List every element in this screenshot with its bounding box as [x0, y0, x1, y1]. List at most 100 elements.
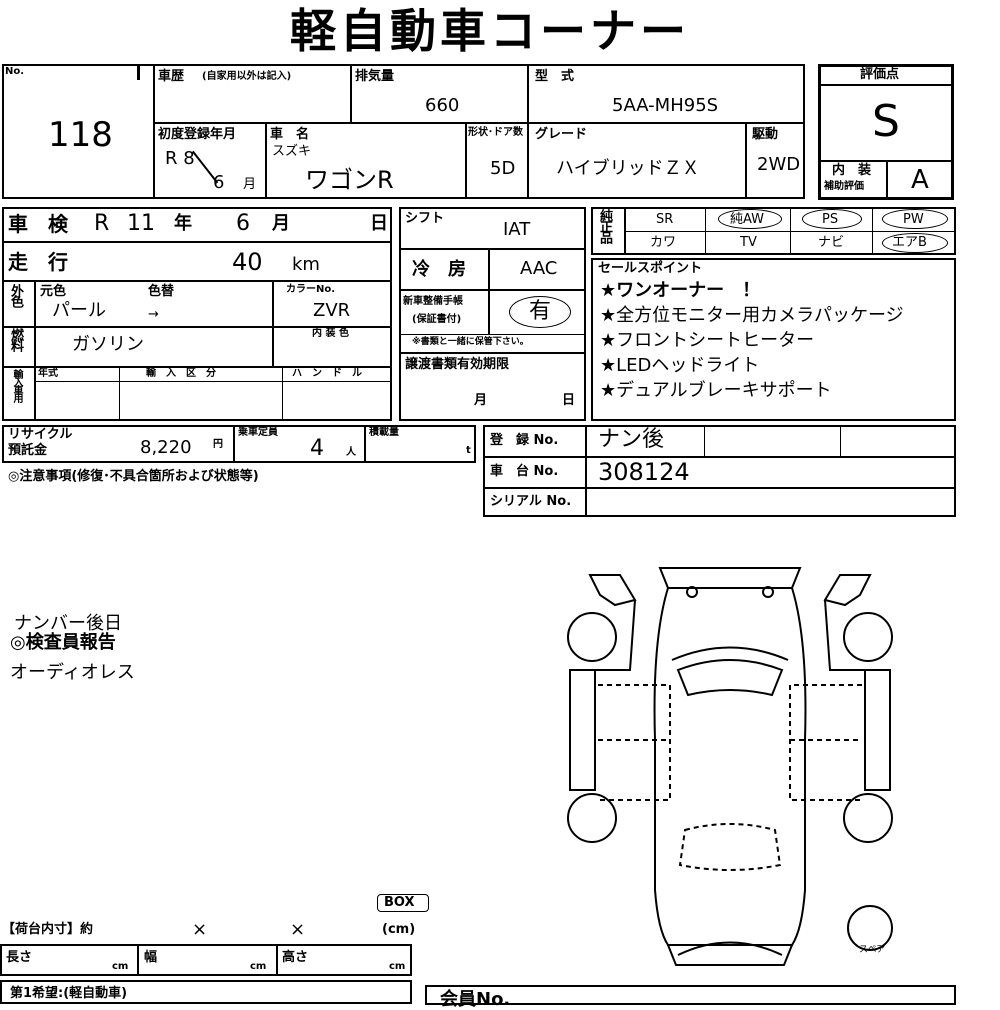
right-mirror [825, 575, 870, 605]
front-right-sensor [763, 587, 773, 597]
cargo-header: 【荷台内寸】約 [2, 922, 94, 937]
inspection-label: 車 検 [8, 212, 68, 236]
grade-label: グレード [535, 127, 588, 142]
rear-left-wheel [568, 794, 616, 842]
transfer-month-unit: 月 [474, 393, 488, 408]
mileage-value: 40 [232, 248, 263, 276]
history-note: (自家用以外は記入) [202, 71, 292, 82]
color-label: 外色 [8, 284, 23, 306]
sales-point-3: ★フロントシートヒーター [600, 330, 815, 351]
sales-point-1: ★ワンオーナー ！ [600, 280, 761, 301]
inspection-year-unit: 年 [174, 213, 192, 234]
spare-label: スペア [859, 945, 886, 955]
rear-window [680, 824, 780, 870]
drive-label: 駆動 [752, 127, 779, 142]
recycle-label-1: リサイクル [8, 427, 73, 442]
sales-point-2: ★全方位モニター用カメラパッケージ [600, 305, 904, 326]
center-info-block [399, 207, 586, 421]
rear-right-wheel [844, 794, 892, 842]
ac-value: AAC [520, 258, 558, 279]
manual-note: ※書類と一緒に保管下さい。 [412, 337, 529, 347]
notes-label: ◎注意事項(修復･不具合箇所および状態等) [8, 469, 259, 484]
load-label: 積載量 [369, 427, 399, 438]
interior-label-1: 内 装 [832, 163, 872, 178]
cargo-length-unit: cm [112, 961, 129, 972]
registration-block [483, 425, 956, 517]
equip-ps-oval [802, 209, 862, 229]
left-mirror [590, 575, 635, 605]
import-label: 輸入車用 [11, 369, 22, 401]
car-name: ワゴンR [305, 166, 394, 194]
right-side-panel [865, 670, 890, 790]
cargo-unit-note: (cm) [382, 922, 416, 937]
front-left-wheel [568, 613, 616, 661]
recycle-label-2: 預託金 [8, 443, 48, 458]
box-label: BOX [384, 895, 415, 910]
header-block [2, 64, 805, 199]
manual-label-1: 新車整備手帳 [403, 296, 463, 307]
cargo-height-label: 高さ [282, 950, 309, 965]
inspection-year: 11 [127, 211, 155, 236]
equip-pw-oval [882, 209, 948, 229]
mileage-label: 走 行 [8, 250, 68, 274]
equip-tv: TV [740, 235, 757, 250]
cargo-times-2: × [290, 919, 306, 940]
inspector-note: オーディオレス [10, 662, 135, 683]
lot-number: 118 [48, 115, 113, 155]
reg-value: ナン後 [598, 427, 665, 452]
box-label-frame [377, 894, 429, 912]
recycle-amount: 8,220 [140, 437, 192, 458]
plate-note: ナンバー後日 [14, 613, 122, 634]
front-right-wheel [844, 613, 892, 661]
rating-label: 評価点 [860, 67, 900, 82]
car-body-outline [655, 588, 806, 945]
color-arrow: → [148, 307, 159, 322]
body-doors: 5D [490, 158, 516, 179]
equip-navi: ナビ [818, 235, 845, 250]
front-left-sensor [687, 587, 697, 597]
chassis-label: 車 台 No. [490, 464, 559, 479]
equip-aw: 純AW [730, 212, 765, 227]
page-title: 軽自動車コーナー [290, 4, 690, 58]
no-label: No. [5, 66, 25, 77]
model-label: 型 式 [535, 69, 575, 84]
chassis-value: 308124 [598, 458, 690, 486]
color-repaint-label: 色替 [148, 284, 175, 299]
interior-score: A [911, 165, 929, 195]
sales-points-block [591, 258, 956, 421]
import-handle-label: ハ ン ド ル [292, 368, 362, 379]
equip-pw: PW [903, 212, 924, 227]
equip-leather: カワ [650, 235, 677, 250]
equip-airbag: エアB [892, 235, 927, 250]
inspection-era: R [94, 211, 110, 236]
spare-tire [848, 906, 892, 950]
member-label: 会員No. [440, 989, 511, 1010]
capacity-label: 乗車定員 [238, 427, 278, 438]
rear-bumper [668, 945, 792, 965]
sales-point-5: ★デュアルブレーキサポート [600, 380, 832, 401]
equip-airbag-oval [882, 233, 948, 253]
windshield [678, 660, 782, 695]
car-diagram [560, 560, 905, 980]
corner-mark [137, 66, 140, 80]
color-code: ZVR [313, 300, 351, 321]
left-info-block [2, 207, 392, 421]
shift-value: IAT [503, 219, 531, 240]
equip-sr: SR [656, 212, 674, 227]
rating-score: S [872, 96, 900, 147]
cargo-length-label: 長さ [6, 950, 33, 965]
left-side-panel [570, 670, 595, 790]
interior-color-label: 内 装 色 [312, 328, 349, 339]
capacity-unit: 人 [346, 447, 356, 458]
manual-value-oval: 有 [509, 296, 571, 328]
inspector-label: ◎検査員報告 [10, 632, 116, 653]
drive-value: 2WD [757, 154, 801, 175]
capacity-value: 4 [310, 436, 324, 461]
displacement-value: 660 [425, 95, 460, 116]
cargo-width-label: 幅 [144, 950, 158, 965]
import-year-label: 年式 [38, 368, 58, 379]
inspection-month-unit: 月 [272, 213, 290, 234]
transfer-label: 譲渡書類有効期限 [405, 357, 510, 372]
inspection-month: 6 [236, 211, 250, 236]
serial-label: シリアル No. [490, 494, 572, 509]
